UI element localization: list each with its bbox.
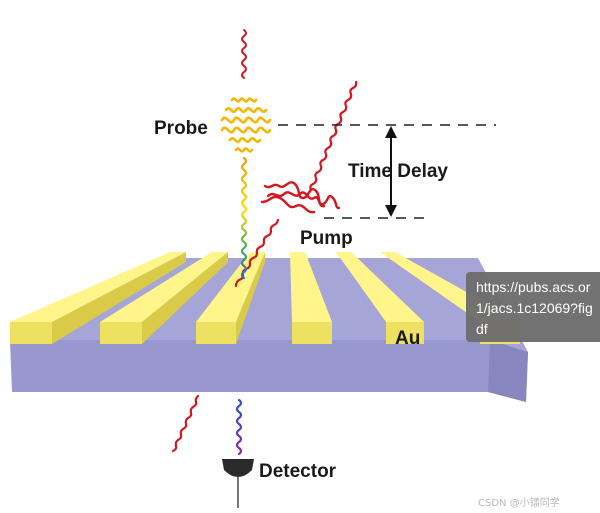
- probe-beam: [220, 29, 272, 456]
- gold-stripe: [100, 252, 228, 344]
- probe-beam-lower: [240, 156, 248, 280]
- probe-beam-transmitted: [235, 398, 243, 456]
- gold-stripe-side: [142, 252, 228, 344]
- time-delay-label: Time Delay: [348, 161, 448, 182]
- gold-stripe-side: [236, 252, 265, 344]
- detector-label: Detector: [259, 461, 337, 482]
- tooltip-line-1: https://pubs.acs.or: [476, 279, 591, 295]
- pump-beam-upper: [309, 80, 358, 192]
- arrow-head-up: [385, 126, 397, 138]
- probe-beam-top: [241, 29, 247, 79]
- gold-stripe-front: [10, 322, 52, 344]
- watermark: CSDN @小镭同学: [478, 498, 560, 509]
- gold-stripe-front: [292, 322, 332, 344]
- substrate-front-face: [10, 340, 528, 402]
- pump-beam-lower: [171, 394, 200, 453]
- detector-icon: [222, 459, 254, 508]
- tooltip-line-2: 1/jacs.1c12069?fig: [476, 300, 593, 316]
- time-delay-indicator: [278, 124, 496, 219]
- tooltip-line-3: df: [476, 321, 488, 337]
- gold-stripe: [290, 252, 332, 344]
- gold-stripe-front: [386, 322, 424, 344]
- probe-wave-packet: [220, 97, 272, 153]
- pump-wave-packet: [260, 181, 341, 214]
- gold-stripe-top: [100, 252, 228, 322]
- gold-stripe: [336, 252, 424, 344]
- substrate-right-face: [488, 340, 528, 402]
- gold-stripe-front: [196, 322, 236, 344]
- gold-stripe-side: [52, 252, 186, 344]
- gold-stripe: [10, 252, 186, 344]
- url-tooltip: https://pubs.acs.or 1/jacs.1c12069?fig d…: [466, 272, 600, 342]
- gold-stripe-top: [336, 252, 424, 322]
- gold-stripe-top: [290, 252, 332, 322]
- substrate: [10, 258, 528, 402]
- au-label: Au: [395, 328, 420, 349]
- arrow-head-down: [385, 205, 397, 217]
- gold-stripe-top: [10, 252, 186, 322]
- pump-label: Pump: [300, 228, 353, 249]
- probe-label: Probe: [154, 118, 208, 139]
- gold-stripe-front: [100, 322, 142, 344]
